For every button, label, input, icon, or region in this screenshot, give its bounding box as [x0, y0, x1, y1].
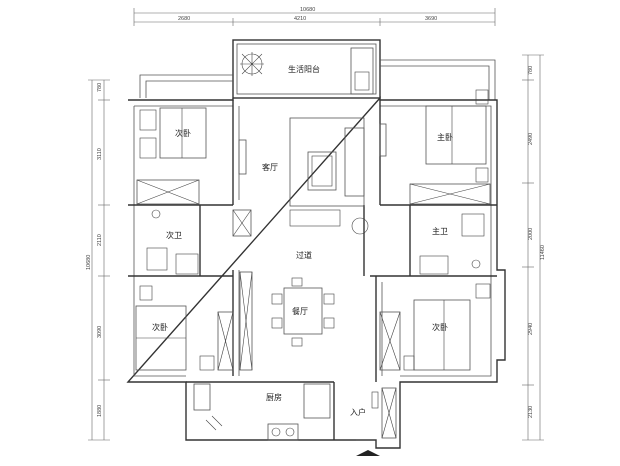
interior-walls: [128, 100, 497, 440]
wardrobes: [136, 179, 491, 439]
dim-left-2: 3110: [97, 148, 103, 160]
dim-top-2: 4210: [294, 16, 306, 22]
label-kitchen: 厨房: [266, 392, 282, 402]
label-balcony: 生活阳台: [288, 64, 320, 74]
dim-top-total: 10680: [300, 7, 315, 13]
dim-right-1: 780: [528, 66, 534, 75]
dim-right-total: 11460: [540, 245, 546, 260]
dim-left-3: 2110: [97, 234, 103, 246]
dimension-top: 10680 2680 4210 3690: [133, 7, 496, 26]
dim-right-2: 2490: [528, 133, 534, 145]
room-labels: 生活阳台 次卧 客厅 主卧 次卫 主卫 过道 次卧 餐厅 次卧 厨房 入户: [152, 64, 453, 417]
label-master-bath: 主卫: [432, 226, 448, 236]
dim-left-5: 1880: [97, 405, 103, 417]
label-hallway: 过道: [296, 250, 312, 260]
label-living: 客厅: [262, 162, 278, 172]
dim-right-5: 2130: [528, 406, 534, 418]
dimension-right: 780 2490 2000 2940 2130 11460: [522, 54, 546, 441]
dim-right-4: 2940: [528, 323, 534, 335]
dim-left-1: 780: [97, 83, 103, 92]
outer-walls: [126, 39, 506, 449]
label-entrance: 入户: [350, 407, 366, 417]
dim-right-3: 2000: [528, 228, 534, 240]
label-dining: 餐厅: [292, 307, 308, 316]
label-bath2: 次卫: [166, 230, 182, 240]
dimension-left: 780 3110 2110 3090 1880 10680: [86, 79, 110, 441]
label-master: 主卧: [437, 132, 453, 142]
dim-top-3: 3690: [425, 16, 437, 22]
label-bedroom-nw: 次卧: [175, 128, 191, 138]
dim-left-4: 3090: [97, 326, 103, 338]
dim-left-total: 10680: [86, 255, 92, 270]
label-bedroom-sw: 次卧: [152, 322, 168, 332]
label-bedroom-se: 次卧: [432, 322, 448, 332]
dim-top-1: 2680: [178, 16, 190, 22]
furniture: [135, 47, 491, 456]
